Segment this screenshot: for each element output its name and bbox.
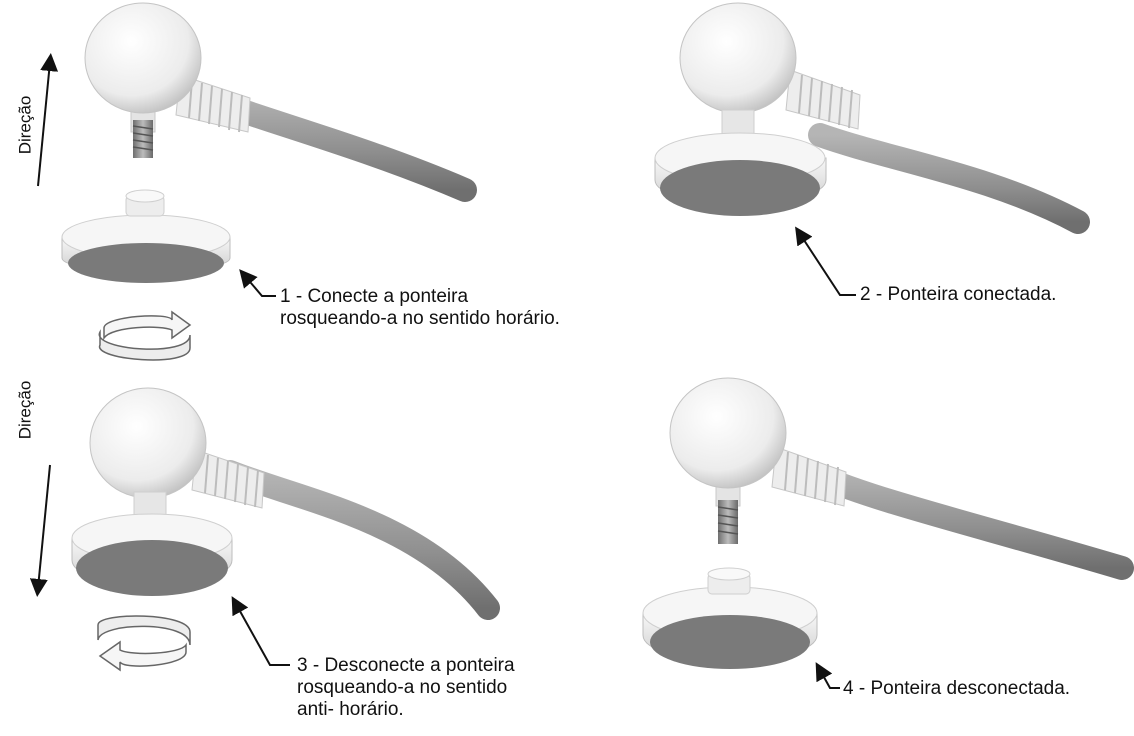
step3-device bbox=[71, 387, 500, 620]
step4-pad bbox=[642, 567, 818, 669]
pad-face bbox=[650, 615, 810, 669]
direction-down-arrow bbox=[29, 464, 51, 597]
probe-head bbox=[669, 377, 787, 489]
caption-line: rosqueando-a no sentido horário. bbox=[280, 308, 560, 329]
step1-leader bbox=[239, 269, 276, 297]
direction-label-down: Direção bbox=[15, 380, 35, 440]
cable bbox=[218, 460, 500, 620]
step2-caption: 2 - Ponteira conectada. bbox=[860, 284, 1056, 306]
step4-caption: 4 - Ponteira desconectada. bbox=[843, 678, 1070, 700]
caption-line: 4 - Ponteira desconectada. bbox=[843, 678, 1071, 699]
threaded-stud bbox=[718, 500, 738, 544]
step3-caption: 3 - Desconecte a ponteira rosqueando-a n… bbox=[297, 655, 515, 721]
direction-label-up: Direção bbox=[15, 95, 35, 155]
neck bbox=[721, 109, 755, 137]
step1-device bbox=[84, 2, 477, 202]
step1-pad bbox=[61, 189, 231, 283]
cable bbox=[793, 458, 1134, 580]
direction-up-arrow bbox=[37, 53, 59, 187]
step2-device bbox=[654, 2, 1090, 234]
probe-head bbox=[84, 2, 202, 114]
caption-line: 2 - Ponteira conectada. bbox=[860, 284, 1057, 305]
probe-head bbox=[679, 2, 797, 114]
step4-device bbox=[669, 377, 1134, 580]
probe-head bbox=[89, 387, 207, 499]
step1-caption: 1 - Conecte a ponteira rosqueando-a no s… bbox=[280, 286, 560, 330]
caption-line: 3 - Desconecte a ponteira bbox=[297, 655, 515, 676]
pad-face bbox=[660, 160, 820, 216]
caption-line: rosqueando-a no sentido bbox=[297, 677, 508, 698]
pad-face bbox=[76, 540, 228, 596]
rotate-clockwise-icon bbox=[98, 310, 192, 361]
step3-leader bbox=[231, 596, 290, 666]
rotate-counterclockwise-icon bbox=[97, 615, 191, 672]
cable bbox=[808, 123, 1090, 234]
step2-leader bbox=[795, 226, 856, 296]
caption-line: 1 - Conecte a ponteira bbox=[280, 286, 469, 307]
pad-face bbox=[68, 243, 224, 283]
caption-line: anti- horário. bbox=[297, 699, 404, 720]
strain-relief-ribs bbox=[188, 79, 243, 133]
step4-leader bbox=[815, 662, 840, 689]
